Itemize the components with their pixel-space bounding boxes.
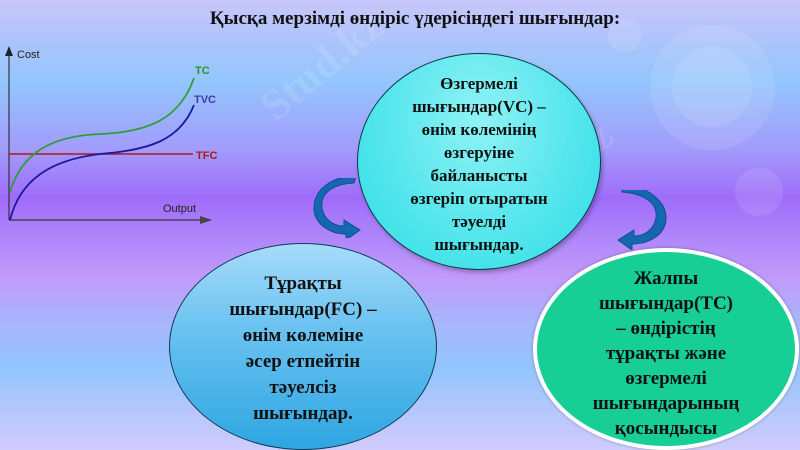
text-line: шығындар. (434, 234, 524, 254)
text-line: өнім көлемінің (421, 119, 537, 139)
background-bubble (650, 25, 775, 150)
tc-curve (9, 77, 195, 193)
text-line: тәуелді (451, 211, 507, 231)
text-line: өзгермелі (625, 367, 707, 389)
text-line: өнім көлеміне (242, 324, 364, 346)
background-bubble (608, 18, 642, 52)
text-line: шығындар(ТС) (598, 292, 733, 314)
background-bubble (672, 47, 752, 127)
text-line: шығындар(VC) – (412, 96, 546, 116)
text-line: өзгеріп отыратын (410, 188, 548, 208)
background-bubble (735, 168, 783, 216)
curved-arrow-icon (617, 190, 667, 250)
text-line: шығындарының (592, 392, 740, 414)
text-line: әсер етпейтін (245, 350, 361, 372)
text-line: Тұрақты (264, 272, 342, 294)
slide-title: Қысқа мерзімді өндіріс үдерісіндегі шығы… (209, 8, 621, 29)
text-line: қосындысы (614, 417, 718, 439)
chart-svg: Cost Output TFC TVC TC (5, 46, 217, 224)
text-line: Өзгермелі (440, 73, 518, 93)
tfc-label: TFC (196, 150, 217, 162)
text-line: шығындар. (253, 402, 353, 424)
text-line: өзгеруіне (443, 142, 515, 162)
x-axis-label: Output (163, 203, 196, 215)
fixed-costs-node: Тұрақты шығындар(FC) – өнім көлеміне әсе… (169, 243, 437, 450)
total-costs-text: Жалпы шығындар(ТС) – өндірістің тұрақты … (593, 266, 740, 441)
y-axis-label: Cost (17, 49, 40, 61)
total-costs-node: Жалпы шығындар(ТС) – өндірістің тұрақты … (533, 248, 799, 450)
variable-costs-node: Өзгермелі шығындар(VC) – өнім көлемінің … (357, 53, 601, 270)
tc-label: TC (195, 65, 210, 77)
text-line: тұрақты және (605, 342, 727, 364)
x-axis-arrow-icon (200, 216, 212, 224)
text-line: шығындар(FC) – (229, 298, 377, 320)
tvc-curve (9, 104, 195, 221)
text-line: байланысты (430, 165, 528, 185)
text-line: Жалпы (633, 267, 699, 289)
text-line: тәуелсіз (269, 376, 337, 398)
cost-curves-chart: Cost Output TFC TVC TC (0, 40, 220, 270)
variable-costs-text: Өзгермелі шығындар(VC) – өнім көлемінің … (410, 72, 547, 256)
text-line: – өндірістің (616, 317, 716, 339)
fixed-costs-text: Тұрақты шығындар(FC) – өнім көлеміне әсе… (229, 271, 376, 427)
y-axis-arrow-icon (5, 46, 13, 56)
curved-arrow-icon (313, 178, 361, 238)
tvc-label: TVC (194, 94, 216, 106)
